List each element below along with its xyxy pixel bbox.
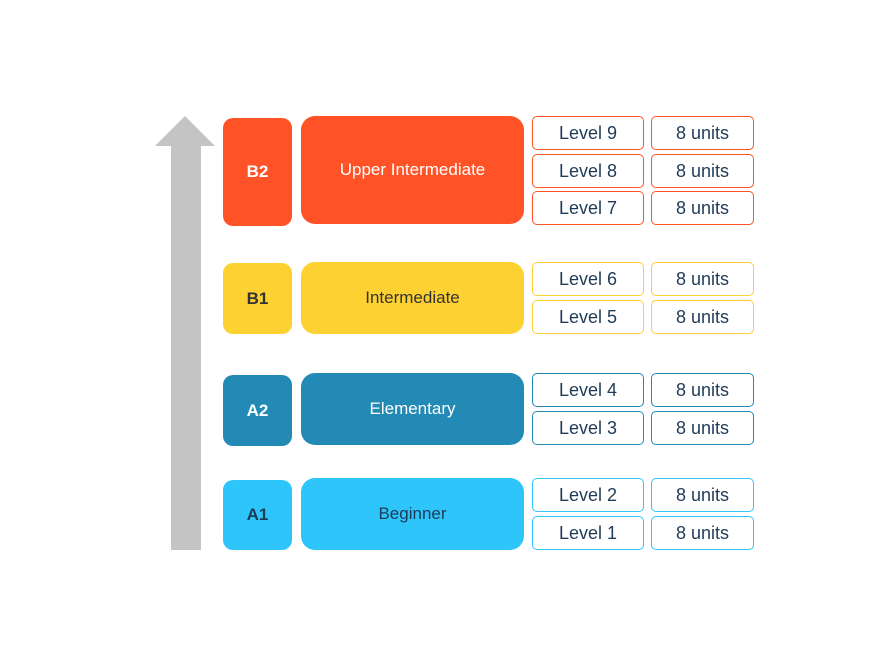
level-cell: Level 7 [532,191,644,225]
level-cell: Level 3 [532,411,644,445]
units-cell: 8 units [651,262,754,296]
level-name-beginner: Beginner [301,478,524,550]
units-cell: 8 units [651,300,754,334]
units-cell: 8 units [651,411,754,445]
level-cell: Level 2 [532,478,644,512]
units-cell: 8 units [651,191,754,225]
arrow-shape [155,116,215,550]
code-badge-b1: B1 [223,263,292,334]
code-badge-a2: A2 [223,375,292,446]
units-cell: 8 units [651,373,754,407]
level-cell: Level 5 [532,300,644,334]
units-cell: 8 units [651,116,754,150]
units-cell: 8 units [651,154,754,188]
level-cell: Level 4 [532,373,644,407]
level-cell: Level 9 [532,116,644,150]
units-cell: 8 units [651,516,754,550]
level-cell: Level 8 [532,154,644,188]
units-cell: 8 units [651,478,754,512]
progression-arrow [155,116,215,550]
level-name-elementary: Elementary [301,373,524,445]
code-badge-a1: A1 [223,480,292,550]
level-cell: Level 1 [532,516,644,550]
code-badge-b2: B2 [223,118,292,226]
level-name-intermediate: Intermediate [301,262,524,334]
level-name-upper-intermediate: Upper Intermediate [301,116,524,224]
level-cell: Level 6 [532,262,644,296]
